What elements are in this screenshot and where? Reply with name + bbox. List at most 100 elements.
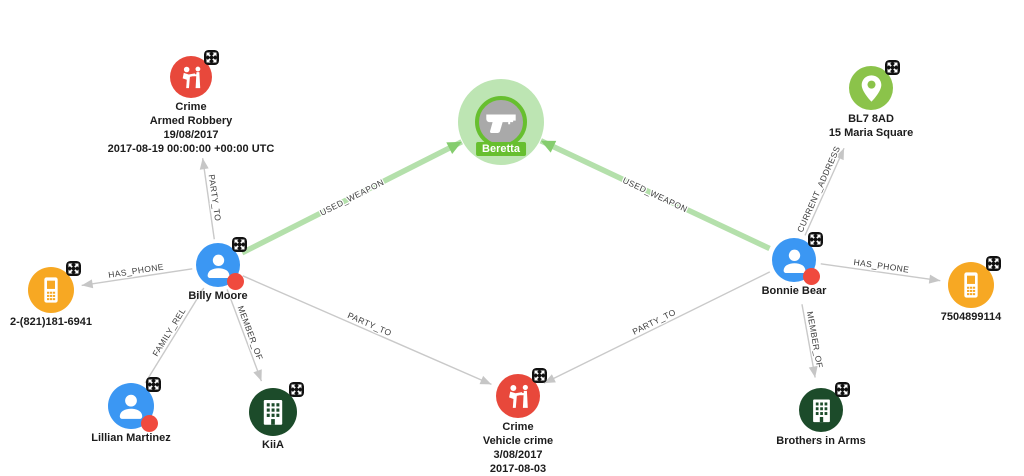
edge-line[interactable] bbox=[81, 268, 193, 287]
crime-icon bbox=[177, 63, 206, 92]
edge-label: CURRENT_ADDRESS bbox=[795, 144, 842, 233]
node-label-line: Armed Robbery bbox=[149, 115, 233, 127]
node-brothers[interactable]: Brothers in Arms bbox=[776, 382, 866, 447]
person-icon bbox=[115, 390, 147, 422]
node-circle[interactable] bbox=[948, 262, 994, 308]
node-label-line: Vehicle crime bbox=[482, 435, 554, 447]
person-icon bbox=[779, 245, 810, 276]
expand-badge-icon[interactable] bbox=[289, 382, 304, 397]
node-circle[interactable] bbox=[475, 96, 527, 148]
crime-icon bbox=[503, 381, 534, 412]
edge-line[interactable] bbox=[820, 263, 941, 282]
edge-line[interactable] bbox=[804, 147, 845, 236]
node-label-line: 19/08/2017 bbox=[163, 129, 219, 141]
edge-bonnie-brothers[interactable]: MEMBER_OF bbox=[801, 304, 826, 378]
edge-arrowhead-icon bbox=[540, 140, 557, 153]
node-kiia[interactable]: KiiA bbox=[249, 382, 304, 451]
edge-billy-phone-left[interactable]: HAS_PHONE bbox=[81, 260, 193, 289]
edge-line[interactable] bbox=[543, 271, 771, 384]
edge-line[interactable] bbox=[801, 304, 816, 378]
edge-line[interactable] bbox=[242, 275, 492, 386]
expand-badge-icon[interactable] bbox=[66, 261, 81, 276]
edge-line[interactable] bbox=[201, 158, 215, 240]
edge-bonnie-beretta[interactable]: USED_WEAPON bbox=[539, 138, 771, 251]
node-circle[interactable] bbox=[249, 388, 297, 436]
edge-arrowhead-icon bbox=[199, 158, 209, 170]
node-circle[interactable] bbox=[496, 374, 540, 418]
edge-billy-vehicle-crime[interactable]: PARTY_TO bbox=[242, 275, 492, 386]
node-label-line: KiiA bbox=[262, 439, 284, 451]
expand-badge-icon[interactable] bbox=[835, 382, 850, 397]
edge-line[interactable] bbox=[144, 287, 205, 384]
edge-line[interactable] bbox=[240, 139, 463, 256]
flag-dot bbox=[141, 415, 158, 432]
node-circle[interactable] bbox=[28, 267, 74, 313]
expand-badge-icon[interactable] bbox=[808, 232, 823, 247]
edge-bonnie-vehicle-crime[interactable]: PARTY_TO bbox=[543, 271, 771, 384]
node-billy[interactable]: Billy Moore bbox=[188, 237, 248, 302]
expand-badge-icon[interactable] bbox=[532, 368, 547, 383]
edge-label: USED_WEAPON bbox=[318, 177, 385, 218]
phone-icon bbox=[35, 274, 67, 306]
expand-badge-icon[interactable] bbox=[204, 50, 219, 65]
node-label-line: Crime bbox=[502, 421, 534, 433]
node-label-line: 2-(821)181-6941 bbox=[10, 316, 92, 328]
expand-badge-icon[interactable] bbox=[885, 60, 900, 75]
building-icon bbox=[256, 395, 290, 429]
node-label: Brothers in Arms bbox=[776, 434, 865, 448]
edge-arrowhead-icon bbox=[835, 148, 845, 161]
edge-arrowhead-icon bbox=[479, 375, 492, 385]
edge-arrowhead-icon bbox=[544, 374, 556, 384]
edge-bonnie-address[interactable]: CURRENT_ADDRESS bbox=[794, 143, 845, 236]
node-phone-left[interactable]: 2-(821)181-6941 bbox=[10, 261, 92, 328]
expand-badge-icon[interactable] bbox=[986, 256, 1001, 271]
edge-arrowhead-icon bbox=[253, 369, 262, 382]
node-label: Bonnie Bear bbox=[762, 284, 827, 298]
expand-badge-icon[interactable] bbox=[232, 237, 247, 252]
edge-billy-kiia[interactable]: MEMBER_OF bbox=[226, 289, 266, 382]
edge-bonnie-phone-right[interactable]: HAS_PHONE bbox=[820, 256, 941, 284]
edge-label: PARTY_TO bbox=[207, 174, 224, 222]
node-bonnie[interactable]: Bonnie Bear bbox=[762, 232, 826, 297]
node-circle[interactable] bbox=[799, 388, 843, 432]
edge-billy-armed-robbery[interactable]: PARTY_TO bbox=[199, 158, 225, 240]
edge-arrowhead-icon bbox=[194, 287, 204, 300]
node-label-line: Bonnie Bear bbox=[761, 285, 827, 297]
node-label: Billy Moore bbox=[188, 289, 247, 303]
node-label: 7504899114 bbox=[941, 310, 1002, 324]
node-label-line: 7504899114 bbox=[940, 311, 1002, 323]
edge-arrowhead-icon bbox=[446, 141, 462, 154]
node-label-line: 3/08/2017 bbox=[493, 449, 543, 461]
pin-icon bbox=[856, 73, 887, 104]
edge-billy-beretta[interactable]: USED_WEAPON bbox=[240, 139, 463, 256]
flag-dot bbox=[227, 273, 244, 290]
edge-arrowhead-icon bbox=[808, 365, 818, 378]
edge-line[interactable] bbox=[226, 289, 263, 382]
gun-icon bbox=[483, 104, 519, 140]
node-label-line: Lillian Martinez bbox=[91, 432, 171, 444]
node-label-line: 2017-08-19 00:00:00 +00:00 UTC bbox=[107, 143, 275, 155]
phone-icon bbox=[955, 269, 987, 301]
expand-badge-icon[interactable] bbox=[146, 377, 161, 392]
flag-dot bbox=[803, 268, 820, 285]
node-label-line: Brothers in Arms bbox=[776, 435, 866, 447]
edge-arrowhead-icon bbox=[81, 279, 94, 289]
node-lillian[interactable]: Lillian Martinez bbox=[91, 377, 171, 444]
node-beretta[interactable]: Beretta bbox=[475, 96, 527, 156]
node-label: Lillian Martinez bbox=[91, 431, 170, 445]
node-label: KiiA bbox=[262, 438, 284, 452]
node-label-line: Billy Moore bbox=[188, 290, 248, 302]
building-icon bbox=[806, 395, 837, 426]
node-circle[interactable] bbox=[849, 66, 893, 110]
edge-line[interactable] bbox=[539, 138, 771, 251]
edge-label: PARTY_TO bbox=[631, 307, 678, 337]
node-phone-right[interactable]: 7504899114 bbox=[941, 256, 1001, 323]
node-label-line: 2017-08-03 bbox=[489, 463, 547, 475]
